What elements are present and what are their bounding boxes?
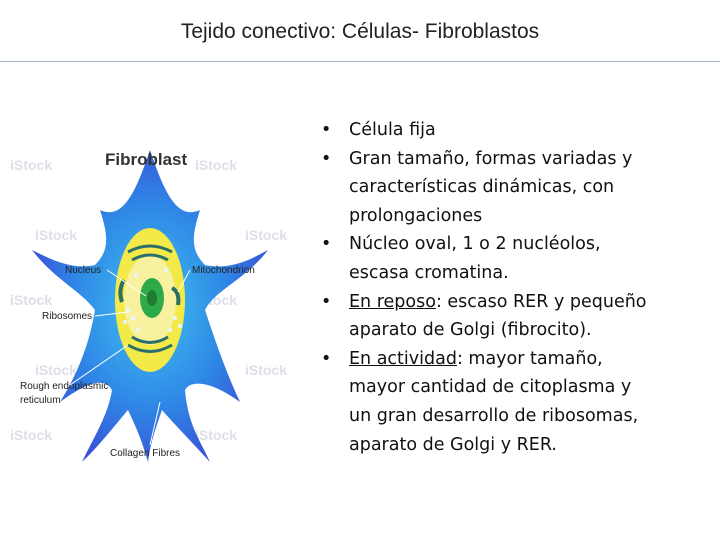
bullet-item: • Gran tamaño, formas variadas y caracte… (318, 145, 718, 231)
title-divider (0, 61, 720, 62)
watermark-text: iStock (35, 362, 77, 378)
bullet-line: : mayor tamaño, (456, 348, 603, 369)
rer-arc (131, 253, 169, 262)
label-collagen: Collagen Fibres (110, 448, 180, 459)
bullet-marker: • (321, 148, 332, 169)
watermark-text: iStock (10, 157, 52, 173)
label-mitochondrion: Mitochondrion (192, 265, 255, 276)
bullet-list: • Célula fija • Gran tamaño, formas vari… (318, 116, 718, 459)
fibroblast-diagram: iStock iStock iStock iStock iStock iStoc… (10, 150, 287, 462)
leader-mitochondrion (177, 269, 191, 293)
bullet-line: aparato de Golgi y RER. (349, 434, 557, 455)
bullet-line: un gran desarrollo de ribosomas, (349, 405, 639, 426)
label-nucleus: Nucleus (65, 265, 101, 276)
label-ribosomes: Ribosomes (42, 311, 92, 322)
bullet-line: : escaso RER y pequeño (435, 291, 647, 312)
bullet-marker: • (321, 291, 332, 312)
leader-collagen (149, 401, 161, 446)
bullet-line: Gran tamaño, formas variadas y (349, 148, 633, 169)
bullet-item: • Núcleo oval, 1 o 2 nucléolos, escasa c… (318, 230, 718, 287)
bullet-underlined-term: En reposo (349, 291, 436, 312)
watermark-text: iStock (245, 227, 287, 243)
bullet-marker: • (321, 120, 332, 140)
rer-arc (127, 244, 173, 254)
rer-arc (127, 343, 173, 353)
bullet-line: características dinámicas, con (349, 177, 615, 198)
bullet-line: Célula fija (349, 120, 436, 140)
bullet-line: aparato de Golgi (fibrocito). (349, 320, 592, 341)
fibroblast-illustration: iStock iStock iStock iStock iStock iStoc… (0, 140, 300, 470)
watermark-text: iStock (10, 292, 52, 308)
watermark-text: iStock (195, 427, 237, 443)
mitochondrion (170, 286, 181, 306)
bullet-item: • En actividad: mayor tamaño, mayor cant… (318, 345, 718, 459)
bullet-item: • Célula fija (318, 116, 718, 145)
label-rer-line1: Rough endoplasmic (20, 381, 108, 392)
slide-title: Tejido conectivo: Células- Fibroblastos (180, 20, 540, 43)
bullet-line: prolongaciones (349, 205, 483, 226)
bullet-marker: • (321, 348, 332, 369)
bullet-underlined-term: En actividad (349, 348, 457, 369)
nucleolus (147, 290, 157, 306)
watermark-text: iStock (10, 427, 52, 443)
mitochondrion (118, 278, 126, 303)
leader-rer (69, 344, 129, 386)
leader-ribosomes (94, 311, 129, 317)
bullet-line: mayor cantidad de citoplasma y (349, 377, 632, 398)
bullet-marker: • (321, 234, 332, 255)
watermark-text: iStock (195, 157, 237, 173)
label-rer-line2: reticulum (20, 395, 61, 406)
watermark-text: iStock (35, 227, 77, 243)
bullet-line: escasa cromatina. (349, 262, 509, 283)
rer-arc (131, 335, 169, 344)
watermark-text: iStock (245, 362, 287, 378)
bullet-line: Núcleo oval, 1 o 2 nucléolos, (349, 234, 601, 255)
leader-nucleus (106, 269, 147, 297)
bullet-item: • En reposo: escaso RER y pequeño aparat… (318, 288, 718, 345)
figure-heading: Fibroblast (105, 150, 188, 169)
